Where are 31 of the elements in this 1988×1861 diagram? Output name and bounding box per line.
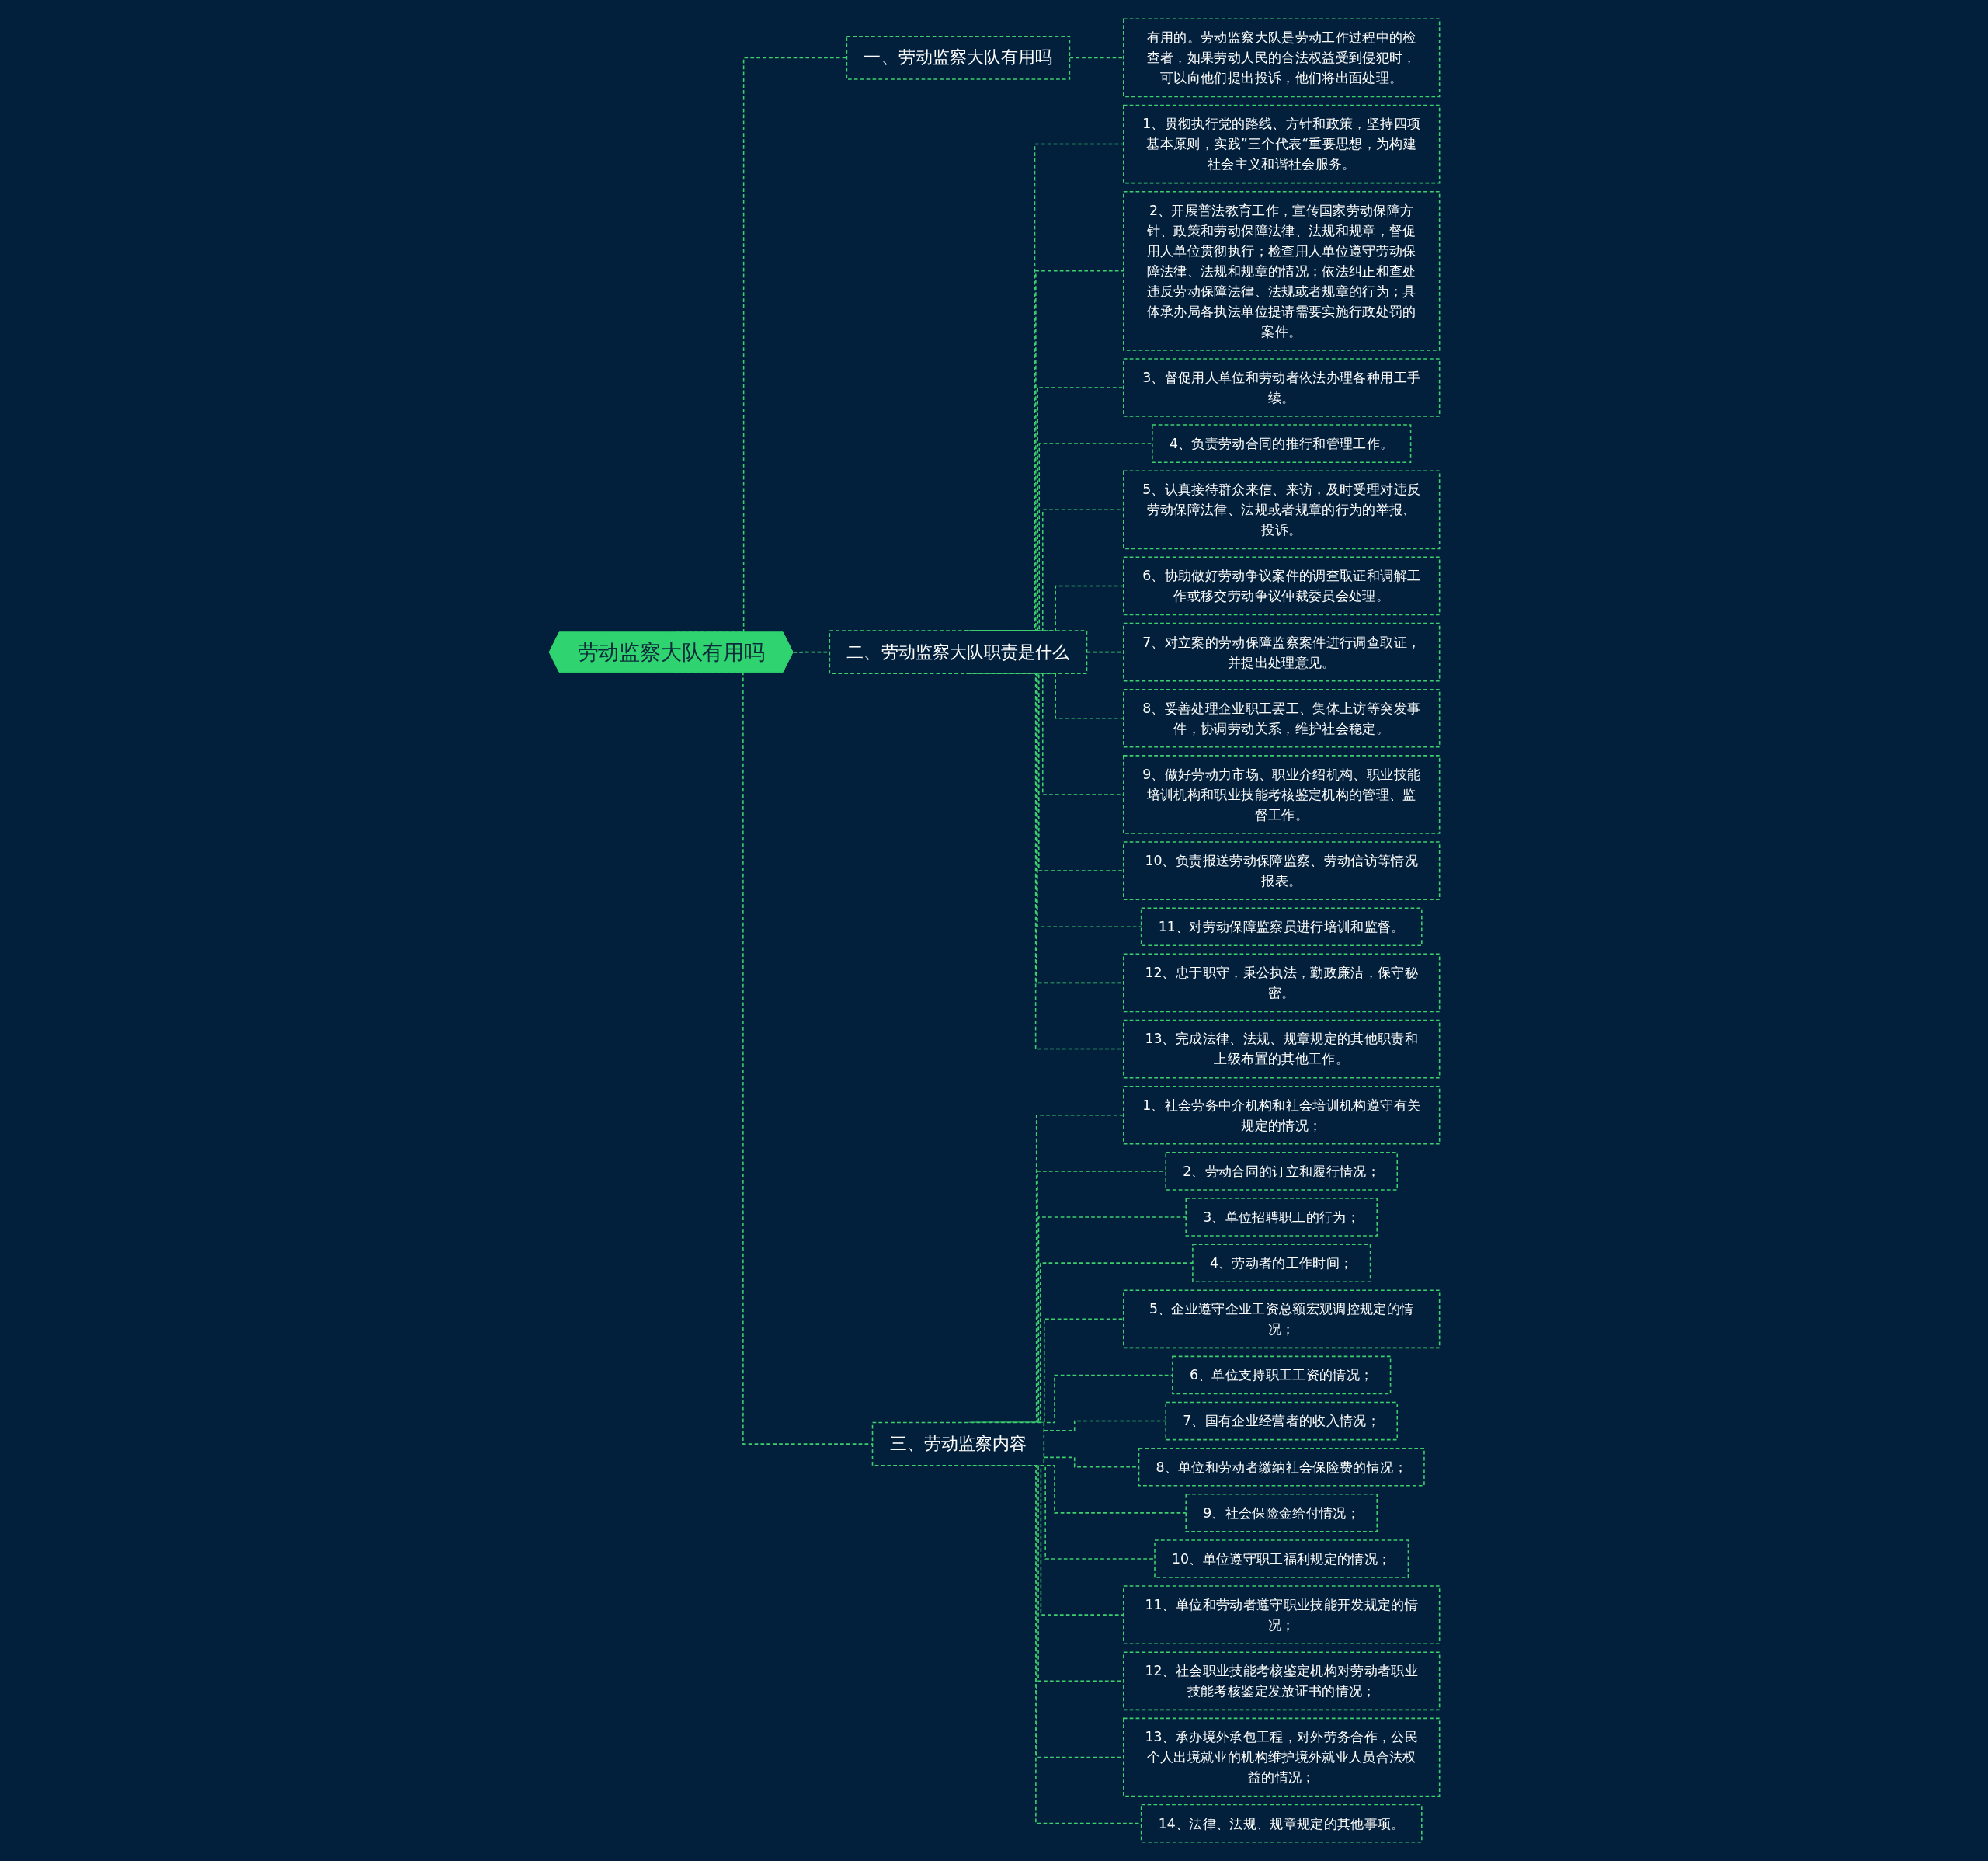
node-box: 10、单位遵守职工福利规定的情况； (1153, 1539, 1409, 1578)
node-box: 8、妥善处理企业职工罢工、集体上访等突发事件，协调劳动关系，维护社会稳定。 (1122, 688, 1440, 748)
node-box: 6、单位支持职工工资的情况； (1171, 1355, 1391, 1395)
node-box: 13、完成法律、法规、规章规定的其他职责和上级布置的其他工作。 (1122, 1019, 1440, 1079)
node-box: 二、劳动监察大队职责是什么 (829, 630, 1087, 674)
node-box: 10、负责报送劳动保障监察、劳动信访等情况报表。 (1122, 841, 1440, 900)
node-box: 1、社会劳务中介机构和社会培训机构遵守有关规定的情况； (1122, 1085, 1440, 1145)
node-box: 14、法律、法规、规章规定的其他事项。 (1140, 1804, 1423, 1843)
node-box: 6、协助做好劳动争议案件的调查取证和调解工作或移交劳动争议仲裁委员会处理。 (1122, 556, 1440, 616)
node-box: 7、对立案的劳动保障监察案件进行调查取证，并提出处理意见。 (1122, 622, 1440, 682)
node-box: 一、劳动监察大队有用吗 (846, 36, 1070, 80)
node-box: 13、承办境外承包工程，对外劳务合作，公民个人出境就业的机构维护境外就业人员合法权益的情况； (1122, 1717, 1440, 1797)
node-box: 12、忠于职守，秉公执法，勤政廉洁，保守秘密。 (1122, 953, 1440, 1013)
node-box: 5、认真接待群众来信、来访，及时受理对违反劳动保障法律、法规或者规章的行为的举报、投诉。 (1122, 470, 1440, 550)
node-box: 2、开展普法教育工作，宣传国家劳动保障方针、政策和劳动保障法律、法规和规章，督促用人单位贯彻执行；检查用人单位遵守劳动保障法律、法规和规章的情况；依法纠正和查处违反劳动保障法律、法规或者规章的行为；具体承办局各执法单位提请需要实施行政处罚的案件。 (1122, 190, 1440, 351)
node-box: 9、社会保险金给付情况； (1184, 1494, 1378, 1532)
node-box: 11、对劳动保障监察员进行培训和监督。 (1140, 907, 1423, 947)
node-box: 3、督促用人单位和劳动者依法办理各种用工手续。 (1122, 358, 1440, 417)
node-box: 7、国有企业经营者的收入情况； (1164, 1401, 1398, 1441)
node-box: 三、劳动监察内容 (871, 1421, 1044, 1466)
node-box: 4、劳动者的工作时间； (1191, 1244, 1371, 1282)
node-box: 5、企业遵守企业工资总额宏观调控规定的情况； (1122, 1289, 1440, 1349)
node-box: 12、社会职业技能考核鉴定机构对劳动者职业技能考核鉴定发放证书的情况； (1122, 1651, 1440, 1711)
node-box: 8、单位和劳动者缴纳社会保险费的情况； (1138, 1447, 1425, 1487)
node-box: 11、单位和劳动者遵守职业技能开发规定的情况； (1122, 1585, 1440, 1644)
node-box: 有用的。劳动监察大队是劳动工作过程中的检查者，如果劳动人民的合法权益受到侵犯时，可以向他们提出投诉，他们将出面处理。 (1122, 18, 1440, 98)
node-box: 3、单位招聘职工的行为； (1184, 1198, 1378, 1237)
node-box: 1、贯彻执行党的路线、方针和政策，坚持四项基本原则，实践”三个代表“重要思想，为构建社会主义和谐社会服务。 (1122, 104, 1440, 184)
node-box: 9、做好劳动力市场、职业介绍机构、职业技能培训机构和职业技能考核鉴定机构的管理、监督工作。 (1122, 755, 1440, 834)
node-box: 2、劳动合同的订立和履行情况； (1164, 1152, 1398, 1191)
node-box: 4、负责劳动合同的推行和管理工作。 (1151, 424, 1411, 463)
